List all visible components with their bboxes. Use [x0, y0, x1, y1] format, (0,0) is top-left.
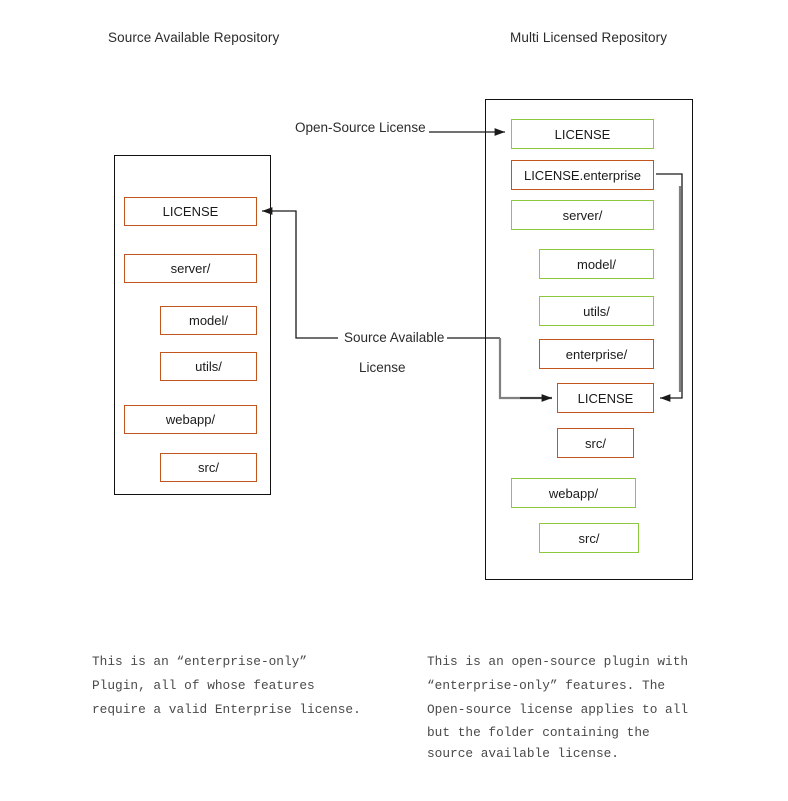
file-box-label: utils/ — [195, 359, 222, 374]
left-repo-item-license: LICENSE — [124, 197, 257, 226]
left-repo-item-utils: utils/ — [160, 352, 257, 381]
left-repo-item-src: src/ — [160, 453, 257, 482]
right-repo-item-model: model/ — [539, 249, 654, 279]
file-box-label: src/ — [585, 435, 606, 451]
caption-line: Plugin, all of whose features — [92, 678, 315, 693]
wire-source-available-to-left-license — [262, 207, 338, 339]
right-repo-item-server: server/ — [511, 200, 654, 230]
left-repository-title: Source Available Repository — [108, 30, 280, 45]
left-repo-item-server: server/ — [124, 254, 257, 283]
file-box-label: LICENSE — [162, 204, 219, 219]
right-repository-title: Multi Licensed Repository — [510, 30, 668, 45]
left-repo-item-model: model/ — [160, 306, 257, 335]
file-box-label: LICENSE — [554, 126, 611, 142]
right-repo-item-utils: utils/ — [539, 296, 654, 326]
caption-line: Open-source license applies to all — [427, 702, 689, 717]
right-repo-item-license-enterprise: LICENSE.enterprise — [511, 160, 654, 190]
caption-line: require a valid Enterprise license. — [92, 702, 361, 717]
file-box-label: src/ — [578, 530, 600, 546]
file-box-label: server/ — [170, 261, 211, 276]
file-box-label: src/ — [198, 460, 219, 475]
right-repo-item-license: LICENSE — [511, 119, 654, 149]
caption-line: “enterprise-only” features. The — [427, 678, 666, 693]
file-box-label: enterprise/ — [565, 346, 628, 362]
left-repository-caption: This is an “enterprise-only” Plugin, all … — [92, 650, 361, 722]
caption-line: but the folder containing the — [427, 725, 650, 740]
connector-label-open-source-license: Open-Source License — [292, 120, 429, 135]
connector-label-source-available-line1: Source Available — [341, 330, 448, 345]
right-repo-item-enterprise: enterprise/ — [539, 339, 654, 369]
file-box-label: utils/ — [583, 303, 610, 319]
caption-line: This is an open-source plugin with — [427, 654, 689, 669]
file-box-label: model/ — [188, 313, 229, 328]
right-repo-item-src: src/ — [557, 428, 634, 458]
file-box-label: LICENSE.enterprise — [523, 167, 642, 183]
file-box-label: webapp/ — [165, 412, 216, 427]
file-box-label: model/ — [576, 256, 617, 272]
connector-label-source-available-line2: License — [356, 360, 409, 375]
caption-line: source available license. — [427, 746, 619, 761]
left-repo-item-webapp: webapp/ — [124, 405, 257, 434]
right-repo-item-license: LICENSE — [557, 383, 654, 413]
caption-line: This is an “enterprise-only” — [92, 654, 308, 669]
right-repo-item-src: src/ — [539, 523, 639, 553]
file-box-label: server/ — [562, 207, 603, 223]
right-repo-item-webapp: webapp/ — [511, 478, 636, 508]
right-repository-caption: This is an open-source plugin with “enter… — [427, 650, 688, 764]
file-box-label: webapp/ — [548, 485, 599, 501]
file-box-label: LICENSE — [577, 390, 634, 406]
